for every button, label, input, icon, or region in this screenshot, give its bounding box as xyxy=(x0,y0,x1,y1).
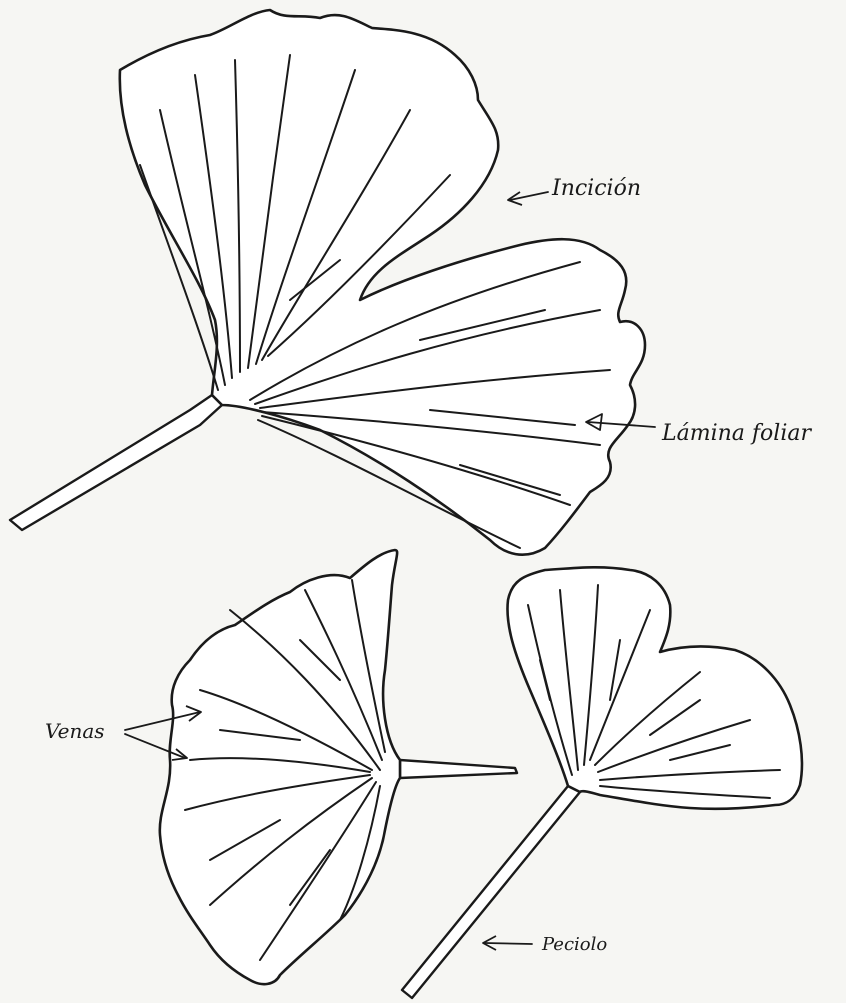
lamina-label: Lámina foliar xyxy=(661,421,812,446)
annotation-incision: Incición xyxy=(508,176,641,205)
venas-label: Venas xyxy=(45,719,105,743)
annotation-peciolo: Peciolo xyxy=(483,934,607,955)
leaf-left-petiole xyxy=(400,760,517,778)
leaf-top xyxy=(10,10,645,555)
incision-arrow-line xyxy=(510,192,548,200)
peciolo-arrow-line xyxy=(485,943,532,944)
incision-label: Incición xyxy=(551,176,641,201)
leaf-top-petiole xyxy=(10,395,222,530)
leaf-left-blade xyxy=(160,550,400,984)
leaf-top-blade xyxy=(120,10,645,555)
leaf-right-petiole xyxy=(402,786,580,998)
peciolo-label: Peciolo xyxy=(541,934,607,955)
leaf-right-blade xyxy=(507,567,801,809)
